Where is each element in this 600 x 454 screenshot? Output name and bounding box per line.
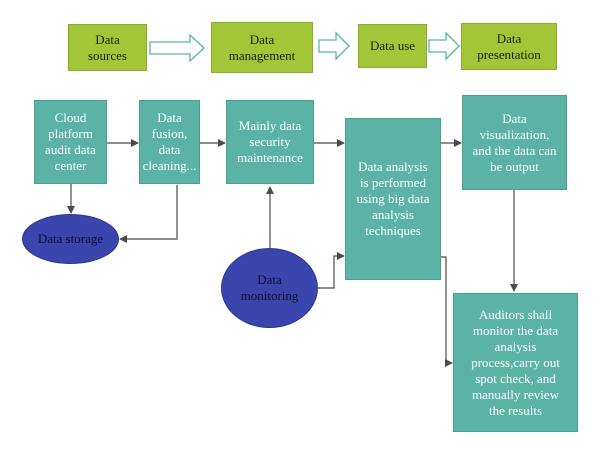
auditors-label: Auditors shall monitor the data analysis… [471,306,560,418]
data-sources-box: Data sources [68,24,147,71]
data-visualization-box: Data visualization, and the data can be … [462,95,567,190]
data-sources-label: Data sources [88,31,127,63]
data-visualization-label: Data visualization, and the data can be … [472,110,557,174]
security-maintenance-label: Mainly data security maintenance [237,118,303,165]
data-presentation-label: Data presentation [477,30,541,62]
arrow-fusion-to-storage [119,185,178,243]
data-monitoring-ellipse: Data monitoring [221,248,318,328]
data-storage-ellipse: Data storage [22,214,119,264]
data-storage-label: Data storage [37,231,104,246]
data-management-box: Data management [211,22,313,73]
data-use-box: Data use [358,24,427,68]
data-use-label: Data use [369,38,416,53]
security-maintenance-box: Mainly data security maintenance [226,100,314,184]
data-analysis-box: Data analysis is performed using big dat… [345,118,441,280]
cloud-platform-box: Cloud platform audit data center [34,100,107,184]
data-monitoring-label: Data monitoring [240,272,299,303]
data-analysis-label: Data analysis is performed using big dat… [356,159,430,238]
cloud-platform-label: Cloud platform audit data center [45,110,96,173]
arrow-analysis-to-auditors [441,256,453,367]
auditors-box: Auditors shall monitor the data analysis… [453,293,578,432]
data-presentation-box: Data presentation [461,23,557,70]
data-fusion-label: Data fusion, data cleaning... [142,110,197,173]
data-management-label: Data management [228,31,296,63]
arrow-monitoring-to-analysis [318,252,345,289]
hollow-arrow-1 [149,33,205,63]
data-fusion-box: Data fusion, data cleaning... [139,100,200,184]
hollow-arrow-3 [428,31,460,61]
hollow-arrow-2 [318,31,350,61]
